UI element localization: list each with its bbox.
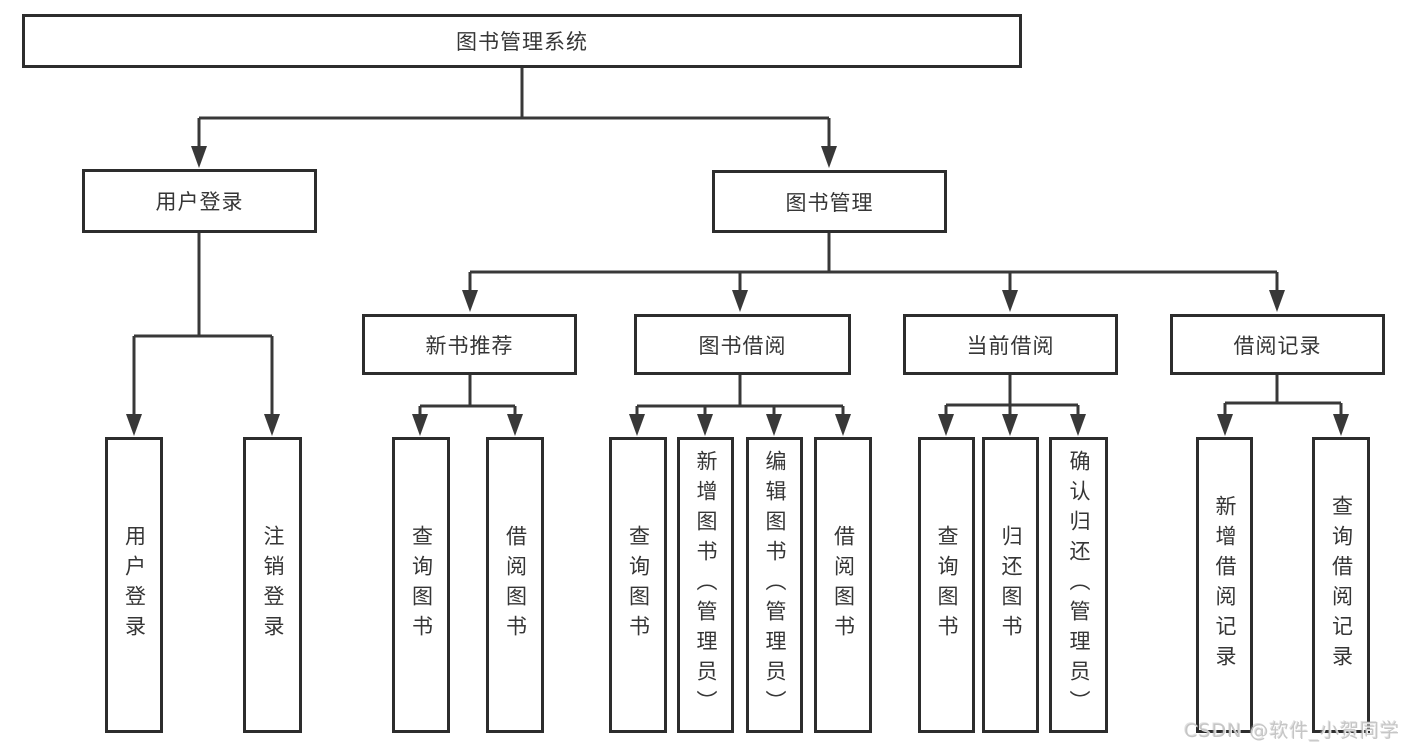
- node-new-book-recommend: 新书推荐: [362, 314, 577, 375]
- arrowhead: [126, 414, 142, 436]
- connector-user-login-to-leaves: [126, 233, 280, 436]
- arrowhead: [766, 414, 782, 436]
- leaf-borrow-book: 借阅图书: [814, 437, 872, 733]
- connector-root-to-level2: [191, 68, 837, 168]
- leaf-confirm-return-admin: 确认归还（管理员）: [1049, 437, 1108, 733]
- node-root-library-management-system: 图书管理系统: [22, 14, 1022, 68]
- arrowhead: [1217, 414, 1233, 436]
- node-book-management: 图书管理: [712, 170, 947, 233]
- arrowhead: [1070, 414, 1086, 436]
- arrowhead: [821, 146, 837, 168]
- leaf-logout: 注销登录: [243, 437, 302, 733]
- node-user-login: 用户登录: [82, 169, 317, 233]
- node-borrow-record: 借阅记录: [1170, 314, 1385, 375]
- leaf-query-book-borrow: 查询图书: [609, 437, 667, 733]
- arrowhead: [835, 414, 851, 436]
- leaf-add-book-admin: 新增图书（管理员）: [677, 437, 734, 733]
- leaf-query-book-recommend: 查询图书: [392, 437, 450, 733]
- arrowhead: [1002, 290, 1018, 312]
- leaf-return-book: 归还图书: [982, 437, 1039, 733]
- connector-book-management-to-level3: [462, 233, 1285, 312]
- node-book-borrow: 图书借阅: [634, 314, 851, 375]
- connector-line: [197, 68, 831, 152]
- arrowhead: [1002, 414, 1018, 436]
- connector-new-book-recommend-to-leaves: [412, 375, 523, 436]
- arrowhead: [938, 414, 954, 436]
- connector-current-borrow-to-leaves: [938, 375, 1086, 436]
- leaf-add-borrow-record: 新增借阅记录: [1196, 437, 1253, 733]
- arrowhead: [629, 414, 645, 436]
- arrowhead: [697, 414, 713, 436]
- leaf-user-login: 用户登录: [105, 437, 163, 733]
- arrowhead: [1269, 290, 1285, 312]
- leaf-borrow-book-recommend: 借阅图书: [486, 437, 544, 733]
- arrowhead: [1333, 414, 1349, 436]
- node-current-borrow: 当前借阅: [903, 314, 1118, 375]
- arrowhead: [732, 290, 748, 312]
- arrowhead: [412, 414, 428, 436]
- arrowhead: [507, 414, 523, 436]
- connector-line: [418, 375, 517, 420]
- connector-line: [1223, 375, 1343, 420]
- arrowhead: [264, 414, 280, 436]
- connector-book-borrow-to-leaves: [629, 375, 851, 436]
- leaf-edit-book-admin: 编辑图书（管理员）: [746, 437, 803, 733]
- connector-borrow-record-to-leaves: [1217, 375, 1349, 436]
- arrowhead: [462, 290, 478, 312]
- connector-line: [944, 375, 1080, 420]
- arrowhead: [191, 146, 207, 168]
- csdn-watermark: CSDN @软件_小贺同学: [1184, 720, 1400, 742]
- leaf-query-book-current: 查询图书: [918, 437, 975, 733]
- connector-line: [132, 233, 274, 420]
- connector-line: [468, 233, 1279, 296]
- connector-line: [635, 375, 845, 420]
- leaf-query-borrow-record: 查询借阅记录: [1312, 437, 1370, 733]
